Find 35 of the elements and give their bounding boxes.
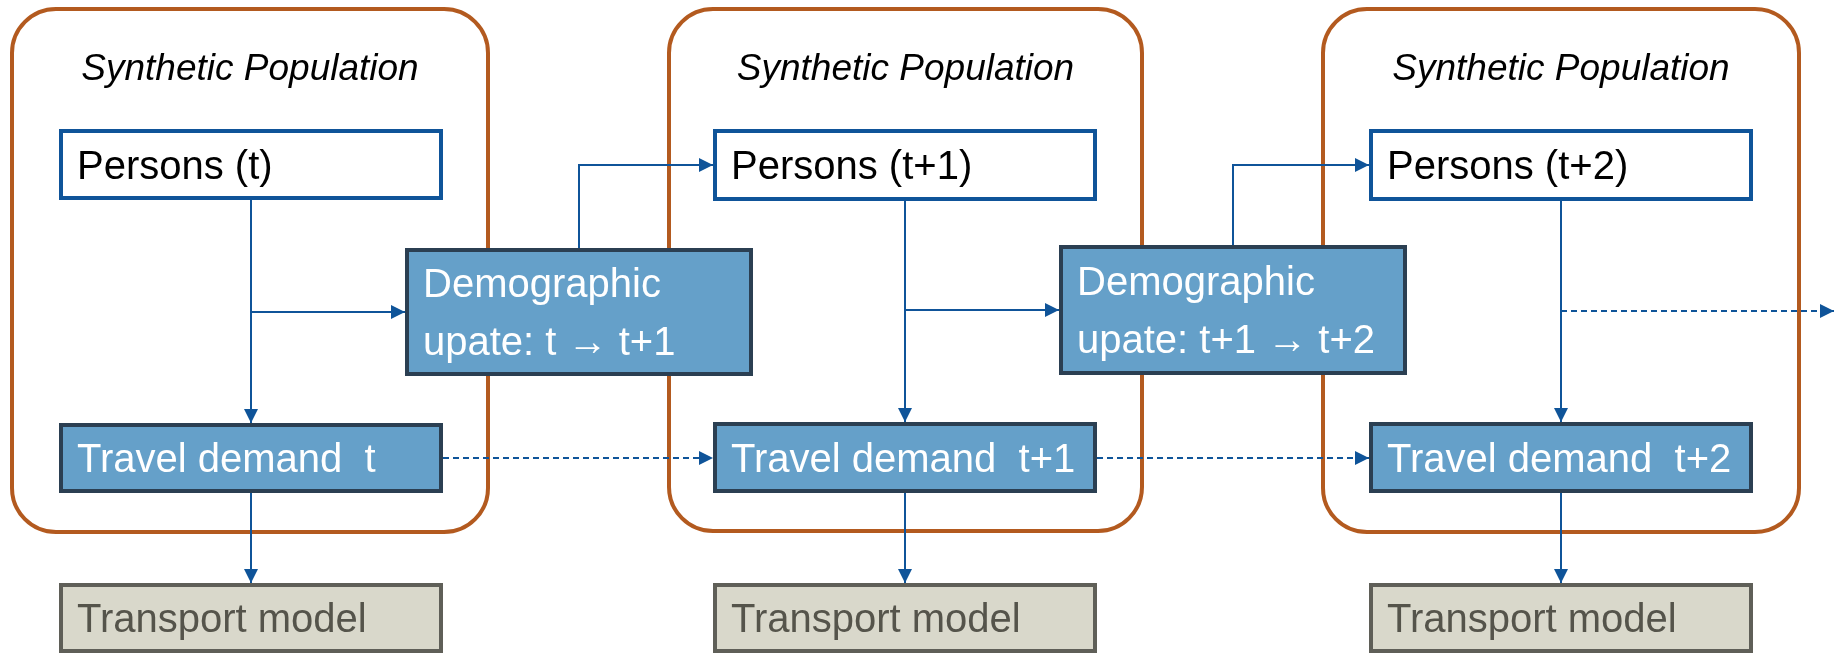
panel-title: Synthetic Population <box>1391 47 1731 89</box>
transport-model-box <box>1369 583 1753 653</box>
box-label: Persons (t) <box>77 141 274 189</box>
panel-title: Synthetic Population <box>735 47 1076 89</box>
transport-model-box <box>713 583 1097 653</box>
box-label: Travel demand t+1 <box>731 434 1077 482</box>
transport-model-box <box>59 583 443 653</box>
box-label: Persons (t+2) <box>1387 142 1630 189</box>
box-label: Demographic upate: t → t+1 <box>423 260 677 365</box>
arrow <box>578 158 714 249</box>
arrow <box>442 451 714 465</box>
update-process-box <box>1059 245 1407 375</box>
box-label: Transport model <box>77 595 368 642</box>
travel-demand-box <box>713 422 1097 493</box>
arrow <box>1096 451 1370 465</box>
population-panel <box>1321 7 1801 534</box>
arrow <box>1554 492 1568 584</box>
box-label: Travel demand t+2 <box>1387 434 1733 482</box>
arrow <box>1232 158 1370 246</box>
persons-box <box>1369 129 1753 201</box>
box-label: Transport model <box>731 595 1022 642</box>
box-label: Transport model <box>1387 595 1678 642</box>
arrow <box>898 492 912 584</box>
panel-title: Synthetic Population <box>80 47 420 89</box>
box-label: Persons (t+1) <box>731 142 974 189</box>
travel-demand-box <box>1369 422 1753 493</box>
arrow <box>250 199 406 319</box>
persons-box <box>59 129 443 200</box>
travel-demand-box <box>59 423 443 493</box>
persons-box <box>713 129 1097 201</box>
arrow <box>904 200 1060 317</box>
box-label: Travel demand t <box>77 435 377 482</box>
box-label: Demographic upate: t+1 → t+2 <box>1077 258 1376 363</box>
update-process-box <box>405 248 753 376</box>
arrow <box>244 492 258 584</box>
